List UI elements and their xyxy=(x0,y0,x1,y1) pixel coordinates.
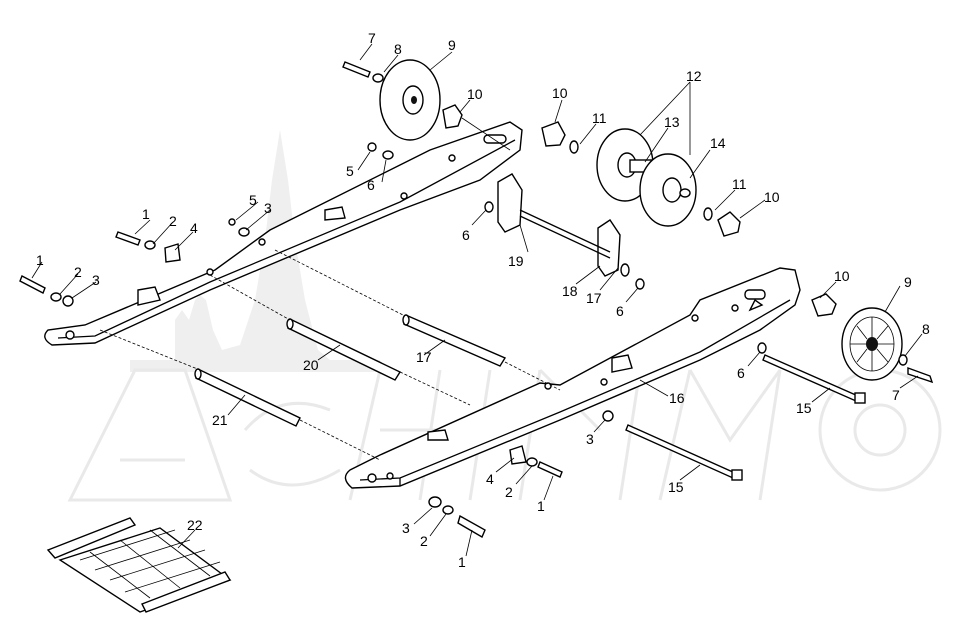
callout-2: 2 xyxy=(420,533,428,549)
callout-14: 14 xyxy=(710,135,726,151)
callout-10: 10 xyxy=(467,86,483,102)
callout-6: 6 xyxy=(616,303,624,319)
skid-plate xyxy=(46,517,232,613)
callout-11: 11 xyxy=(732,176,747,192)
callout-7: 7 xyxy=(892,387,900,403)
callout-5: 5 xyxy=(346,163,354,179)
callout-4: 4 xyxy=(486,471,494,487)
rear-axle-assembly xyxy=(497,173,630,277)
callout-22: 22 xyxy=(187,517,203,533)
callout-10: 10 xyxy=(764,189,780,205)
long-bolts xyxy=(625,354,866,481)
front-slide-rail xyxy=(344,267,801,489)
callout-1: 1 xyxy=(537,498,545,514)
callout-3: 3 xyxy=(586,431,594,447)
callout-18: 18 xyxy=(562,283,578,299)
watermark xyxy=(67,130,942,502)
callout-3: 3 xyxy=(92,272,100,288)
idler-wheel-pair xyxy=(541,121,741,237)
callout-15: 15 xyxy=(668,479,684,495)
rear-slide-rail xyxy=(44,121,523,346)
callout-17: 17 xyxy=(416,349,432,365)
callout-9: 9 xyxy=(448,37,456,53)
callout-6: 6 xyxy=(367,177,375,193)
callout-13: 13 xyxy=(664,114,680,130)
idler-wheel-rear xyxy=(811,293,934,384)
callout-1: 1 xyxy=(458,554,466,570)
callout-1: 1 xyxy=(36,252,44,268)
callout-5: 5 xyxy=(249,192,257,208)
callout-10: 10 xyxy=(834,268,850,284)
callout-21: 21 xyxy=(212,412,228,428)
callout-20: 20 xyxy=(303,357,319,373)
callouts: 7 8 9 10 10 11 12 13 14 11 10 5 6 1 2 4 … xyxy=(36,30,930,570)
callout-15: 15 xyxy=(796,400,812,416)
callout-2: 2 xyxy=(74,264,82,280)
fasteners xyxy=(19,61,767,539)
callout-2: 2 xyxy=(169,213,177,229)
callout-17: 17 xyxy=(586,290,602,306)
callout-4: 4 xyxy=(190,220,198,236)
callout-7: 7 xyxy=(368,30,376,46)
leader-lines xyxy=(31,43,923,557)
callout-9: 9 xyxy=(904,274,912,290)
idler-wheel-top xyxy=(379,59,511,151)
callout-1: 1 xyxy=(142,206,150,222)
callout-8: 8 xyxy=(922,321,930,337)
callout-12: 12 xyxy=(686,68,702,84)
callout-8: 8 xyxy=(394,41,402,57)
callout-6: 6 xyxy=(737,365,745,381)
callout-11: 11 xyxy=(592,110,607,126)
callout-16: 16 xyxy=(669,390,685,406)
callout-2: 2 xyxy=(505,484,513,500)
cross-shafts xyxy=(99,249,561,461)
callout-6: 6 xyxy=(462,227,470,243)
callout-3: 3 xyxy=(402,520,410,536)
callout-19: 19 xyxy=(508,253,524,269)
callout-10: 10 xyxy=(552,85,568,101)
callout-3: 3 xyxy=(264,200,272,216)
